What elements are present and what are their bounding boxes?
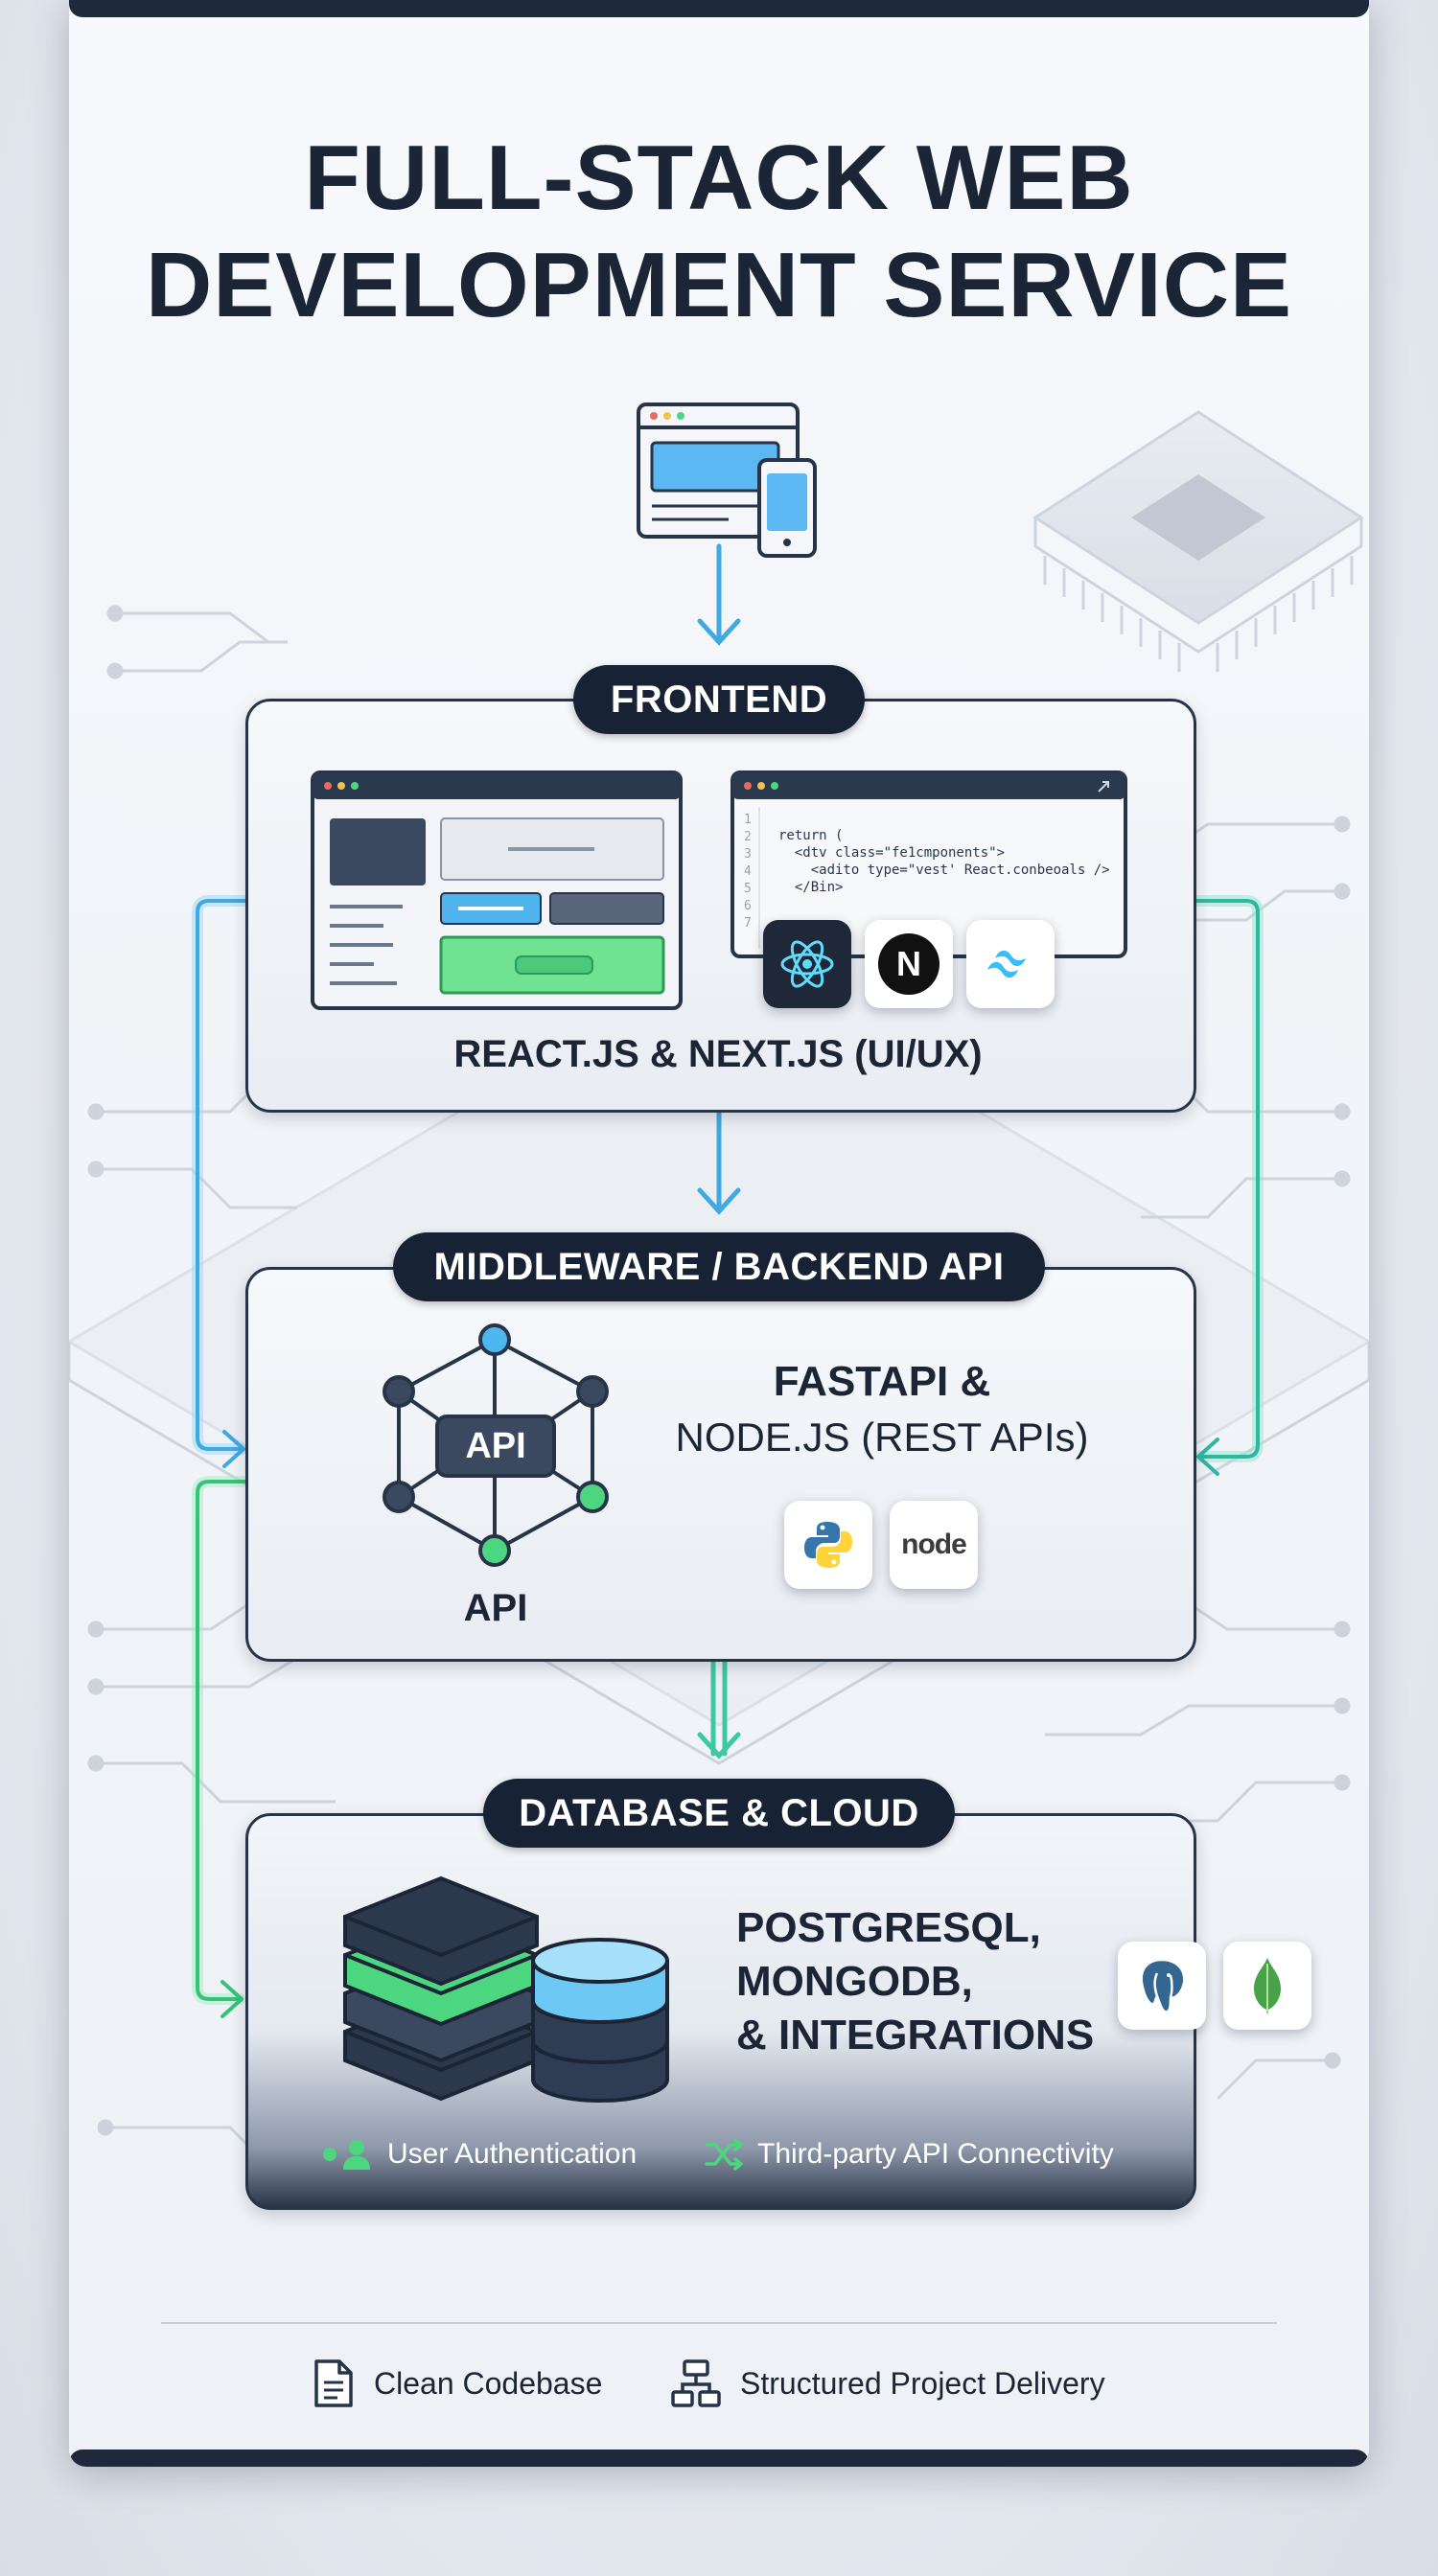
code-line-text: <dtv class="fe1cmponents">: [778, 845, 1006, 861]
database-heading-line2: MONGODB,: [736, 1958, 973, 2005]
code-line-number: 4: [744, 864, 752, 879]
feature-user-authentication: User Authentication: [322, 2137, 637, 2172]
middleware-heading-line1: FASTAPI &: [773, 1358, 991, 1405]
flow-arrow-frontend-to-middleware: [697, 1109, 741, 1215]
card-bottom-bar: [69, 2450, 1369, 2467]
python-logo: [784, 1501, 872, 1589]
mongodb-icon: [1254, 1958, 1281, 2015]
python-icon: [804, 1522, 852, 1568]
connector-middleware-database: [196, 1480, 247, 2001]
code-line-number: 3: [744, 847, 752, 862]
code-line-text: </Bin>: [778, 880, 844, 895]
flow-arrow-middleware-to-database: [697, 1657, 741, 1760]
shuffle-icon: [705, 2138, 743, 2171]
nextjs-logo: N: [865, 920, 953, 1008]
feature-label: User Authentication: [387, 2138, 638, 2170]
code-line-number: 1: [744, 813, 752, 827]
database-pill: DATABASE & CLOUD: [483, 1779, 955, 1848]
code-line-text: return (: [778, 828, 844, 843]
code-line-text: <adito type="vest' React.conbeoals />: [778, 862, 1110, 878]
code-line-number: 7: [744, 916, 752, 931]
browser-device-icon: [637, 402, 817, 558]
nodejs-icon: node: [901, 1529, 967, 1560]
user-auth-icon: [323, 2140, 370, 2170]
card-top-bar: [69, 0, 1369, 17]
code-line-number: 2: [744, 830, 752, 844]
api-hub-label: API: [465, 1426, 526, 1466]
nextjs-icon: N: [878, 933, 939, 995]
feature-label: Third-party API Connectivity: [757, 2138, 1114, 2170]
middleware-panel: [245, 1267, 1196, 1662]
sitemap-icon: [671, 2359, 721, 2407]
footer-structured-delivery: Structured Project Delivery: [671, 2358, 1105, 2409]
footer-label: Clean Codebase: [374, 2365, 603, 2401]
middleware-heading-line2: NODE.JS (REST APIs): [675, 1414, 1089, 1460]
frontend-caption: REACT.JS & NEXT.JS (UI/UX): [453, 1033, 983, 1075]
flow-arrow-top: [697, 543, 741, 646]
footer-clean-codebase: Clean Codebase: [313, 2358, 602, 2409]
postgresql-icon: [1140, 1958, 1186, 2013]
react-icon: [780, 940, 834, 988]
tailwind-icon: [987, 950, 1026, 978]
code-line-number: 5: [744, 882, 752, 896]
postgresql-logo: [1118, 1942, 1206, 2030]
middleware-pill: MIDDLEWARE / BACKEND API: [393, 1232, 1045, 1301]
code-line-number: 6: [744, 899, 752, 913]
connector-frontend-middleware-left: [196, 899, 247, 1451]
nodejs-logo: node: [890, 1501, 978, 1589]
react-logo: [763, 920, 851, 1008]
footer-label: Structured Project Delivery: [740, 2365, 1105, 2401]
footer-divider: [161, 2322, 1277, 2324]
tailwind-logo: [966, 920, 1055, 1008]
database-heading-line3: & INTEGRATIONS: [736, 2012, 1095, 2058]
document-icon: [314, 2359, 353, 2407]
page-title: FULL-STACK WEB DEVELOPMENT SERVICE: [145, 126, 1293, 336]
connector-frontend-middleware-right: [1191, 899, 1260, 1459]
database-heading-line1: POSTGRESQL,: [736, 1904, 1041, 1951]
frontend-pill: FRONTEND: [573, 665, 865, 734]
mongodb-logo: [1223, 1942, 1311, 2030]
feature-third-party-api: Third-party API Connectivity: [704, 2137, 1114, 2172]
api-caption: API: [463, 1587, 528, 1629]
